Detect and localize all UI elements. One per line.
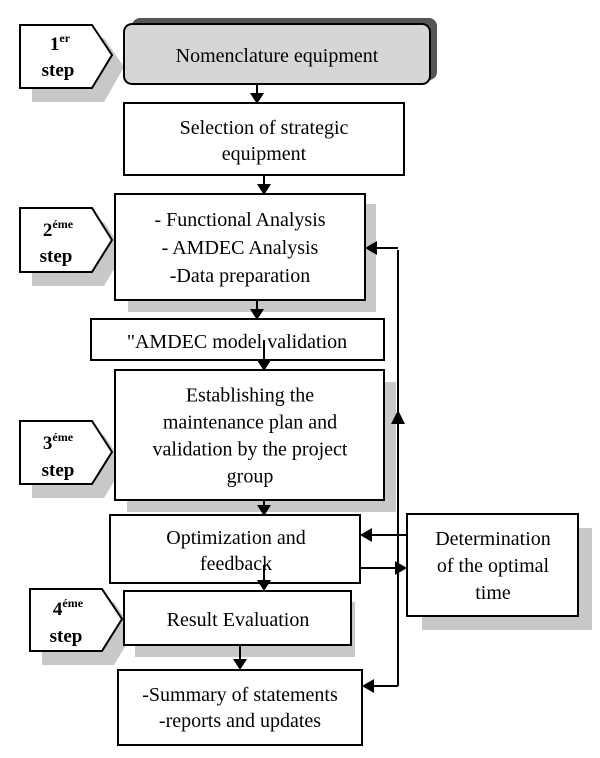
box-text-line: Establishing the <box>186 385 314 407</box>
arrowhead-7 <box>233 659 247 670</box>
arrowhead-5 <box>257 505 271 516</box>
step-2-number: 2 <box>43 220 53 241</box>
box-text-line: "AMDEC model validation <box>127 331 347 353</box>
evaluation-box: Result Evaluation <box>123 590 355 657</box>
box-text-line: equipment <box>222 143 307 165</box>
step-4-tag: 4éme step <box>29 588 134 665</box>
step-4-number: 4 <box>53 599 63 620</box>
nomenclature-text: Nomenclature equipment <box>176 45 379 67</box>
arrowhead-summary <box>362 679 374 693</box>
step-3-label: step <box>42 460 75 481</box>
svg-text:1er: 1er <box>50 31 71 55</box>
arrowhead-determination <box>395 561 407 575</box>
step-2-suffix: éme <box>52 217 73 231</box>
box-text-line: maintenance plan and <box>163 412 337 434</box>
evaluation-text: Result Evaluation <box>167 609 310 631</box>
box-text-line: Optimization and <box>166 527 305 549</box>
plan-box: Establishing the maintenance plan and vali… <box>114 369 396 512</box>
determination-box: Determination of the optimal time <box>406 513 592 630</box>
step-4-label: step <box>50 626 83 647</box>
step-3-tag: 3éme step <box>19 420 124 498</box>
box-text-line: validation by the project <box>153 439 348 461</box>
box-text-line: feedback <box>200 553 272 575</box>
arrowhead-4 <box>257 360 271 371</box>
step-1-suffix: er <box>59 31 70 45</box>
validation-box: "AMDEC model validation <box>90 318 385 361</box>
step-2-tag: 2éme step <box>19 207 124 286</box>
box-text-line: time <box>475 582 511 604</box>
feedback-up-arrowhead <box>391 410 405 424</box>
step-4-suffix: éme <box>62 596 83 610</box>
step-3-suffix: éme <box>52 430 73 444</box>
analysis-text: - Functional Analysis - AMDEC Analysis -Da… <box>154 209 325 287</box>
svg-text:3éme: 3éme <box>43 430 74 454</box>
analysis-box: - Functional Analysis - AMDEC Analysis -Da… <box>114 193 376 312</box>
arrowhead-optimization <box>360 528 372 542</box>
connectors <box>233 84 407 693</box>
step-2-label: step <box>40 246 73 267</box>
svg-text:4éme: 4éme <box>53 596 84 620</box>
box-text-line: - Functional Analysis <box>154 209 325 231</box>
arrowhead-2 <box>257 184 271 195</box>
step-1-label: step <box>42 60 75 81</box>
optimization-box: Optimization and feedback <box>109 514 361 584</box>
validation-text: "AMDEC model validation <box>127 331 347 353</box>
box-text-line: -Data preparation <box>170 265 310 287</box>
optimization-text: Optimization and feedback <box>166 527 305 575</box>
box-text-line: Nomenclature equipment <box>176 45 379 67</box>
determination-text: Determination of the optimal time <box>435 528 551 604</box>
summary-box: -Summary of statements -reports and updat… <box>117 669 363 746</box>
step-1-number: 1 <box>50 34 60 55</box>
nomenclature-box: Nomenclature equipment <box>123 18 437 85</box>
box-text-line: group <box>227 466 274 488</box>
summary-text: -Summary of statements -reports and updat… <box>142 684 338 732</box>
plan-text: Establishing the maintenance plan and vali… <box>153 385 348 488</box>
box-text-line: - AMDEC Analysis <box>162 237 319 259</box>
box-text-line: -reports and updates <box>159 710 321 732</box>
arrowhead-3 <box>250 309 264 320</box>
arrowhead-6 <box>257 580 271 591</box>
box-text-line: Result Evaluation <box>167 609 310 631</box>
box-text-line: Selection of strategic <box>180 117 349 139</box>
arrowhead-analysis <box>365 241 377 255</box>
step-1-tag: 1er step <box>19 24 124 102</box>
arrowhead-1 <box>250 93 264 104</box>
box-text-line: of the optimal <box>437 555 550 577</box>
box-text-line: Determination <box>435 528 551 550</box>
svg-text:2éme: 2éme <box>43 217 74 241</box>
selection-box: Selection of strategic equipment <box>123 102 405 176</box>
step-3-number: 3 <box>43 433 53 454</box>
selection-text: Selection of strategic equipment <box>180 117 349 165</box>
box-text-line: -Summary of statements <box>142 684 338 706</box>
